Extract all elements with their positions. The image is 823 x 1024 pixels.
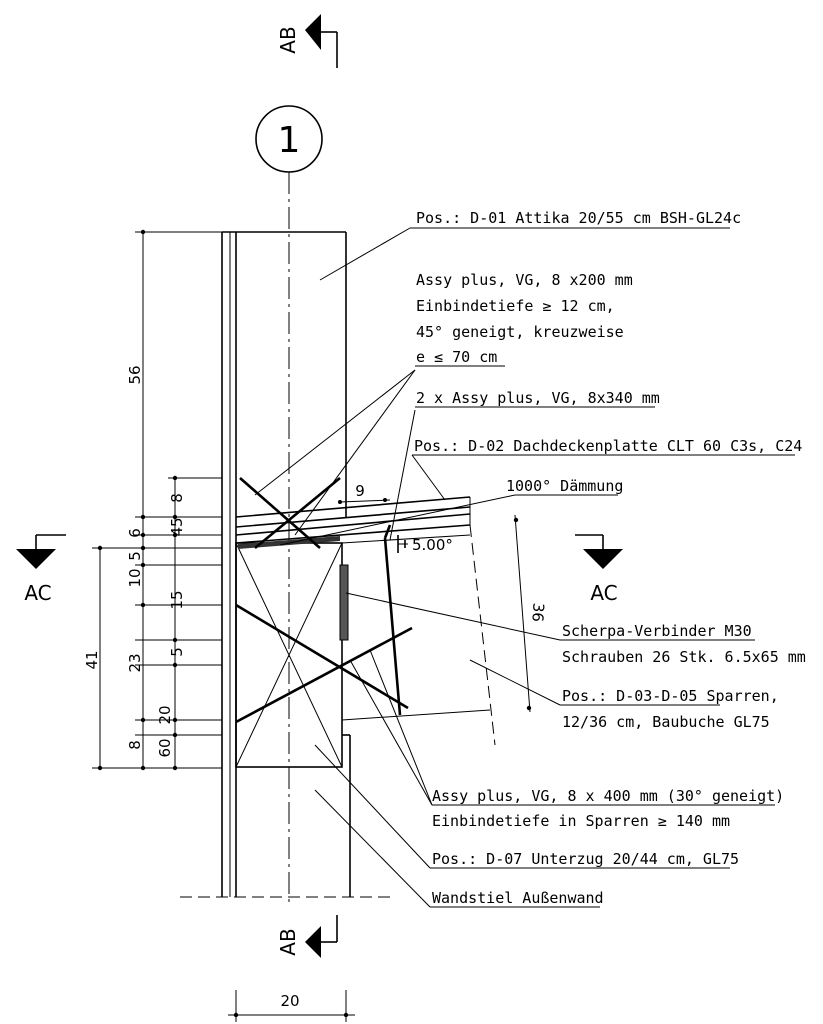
label-screw3-line1: Assy plus, VG, 8 x 400 mm (30° geneigt) [432, 787, 784, 805]
leader-lines [254, 227, 795, 908]
svg-text:36: 36 [528, 602, 547, 622]
svg-text:5: 5 [126, 551, 144, 561]
svg-text:45: 45 [168, 517, 186, 536]
label-beam: Pos.: D-07 Unterzug 20/44 cm, GL75 [432, 850, 739, 868]
grid-axis-label: 1 [278, 120, 301, 161]
dimension-chains-left: 56 8 45 6 5 10 15 23 5 20 8 60 41 [83, 229, 222, 771]
svg-text:41: 41 [83, 650, 101, 669]
label-screw1-line2: Einbindetiefe ≥ 12 cm, [416, 297, 615, 315]
svg-text:56: 56 [126, 365, 144, 384]
section-label-ab-top: AB [276, 26, 300, 53]
label-rafter-line1: Pos.: D-03-D-05 Sparren, [562, 687, 779, 705]
label-screw2: 2 x Assy plus, VG, 8x340 mm [416, 389, 660, 407]
label-insulation: 1000° Dämmung [506, 477, 623, 495]
svg-text:9: 9 [355, 482, 365, 500]
section-marker-ac-left: AC [16, 534, 66, 605]
dimension-bottom: 20 [228, 990, 355, 1022]
screws [235, 476, 413, 724]
svg-text:20: 20 [280, 992, 299, 1010]
svg-text:5: 5 [168, 647, 186, 657]
rafter-sparren [339, 524, 496, 746]
label-clt: Pos.: D-02 Dachdeckenplatte CLT 60 C3s, … [414, 437, 802, 455]
section-label-ac-right: AC [590, 581, 617, 605]
label-screw1-line4: e ≤ 70 cm [416, 348, 497, 366]
svg-text:8: 8 [126, 740, 144, 750]
svg-text:20: 20 [156, 705, 174, 724]
dimension-rafter-depth: 36 [513, 514, 548, 713]
section-marker-ac-right: AC [575, 534, 623, 605]
svg-text:10: 10 [126, 568, 144, 587]
label-screw3-line2: Einbindetiefe in Sparren ≥ 140 mm [432, 812, 730, 830]
section-label-ac-left: AC [24, 581, 51, 605]
svg-text:5.00°: 5.00° [412, 536, 453, 554]
annotations: Pos.: D-01 Attika 20/55 cm BSH-GL24c Ass… [414, 209, 806, 907]
label-rafter-line2: 12/36 cm, Baubuche GL75 [562, 713, 770, 731]
label-stud: Wandstiel Außenwand [432, 889, 604, 907]
section-label-ab-bottom: AB [276, 928, 300, 955]
section-marker-ab-bottom: AB [276, 915, 338, 958]
label-scherpa-line1: Scherpa-Verbinder M30 [562, 622, 752, 640]
attika-column [221, 231, 347, 897]
dimension-insulation: 9 [338, 482, 391, 504]
label-screw1-line1: Assy plus, VG, 8 x200 mm [416, 271, 633, 289]
label-attika: Pos.: D-01 Attika 20/55 cm BSH-GL24c [416, 209, 741, 227]
svg-text:6: 6 [126, 528, 144, 538]
beam-unterzug [235, 542, 351, 897]
svg-text:15: 15 [168, 590, 186, 609]
roof-slope-indicator: 5.00° [397, 535, 453, 554]
svg-text:60: 60 [156, 738, 174, 757]
svg-text:23: 23 [126, 653, 144, 672]
label-scherpa-line2: Schrauben 26 Stk. 6.5x65 mm [562, 648, 806, 666]
grid-axis-bubble: 1 [255, 105, 323, 173]
section-marker-ab-top: AB [276, 14, 338, 68]
svg-text:8: 8 [168, 493, 186, 503]
label-screw1-line3: 45° geneigt, kreuzweise [416, 323, 624, 341]
